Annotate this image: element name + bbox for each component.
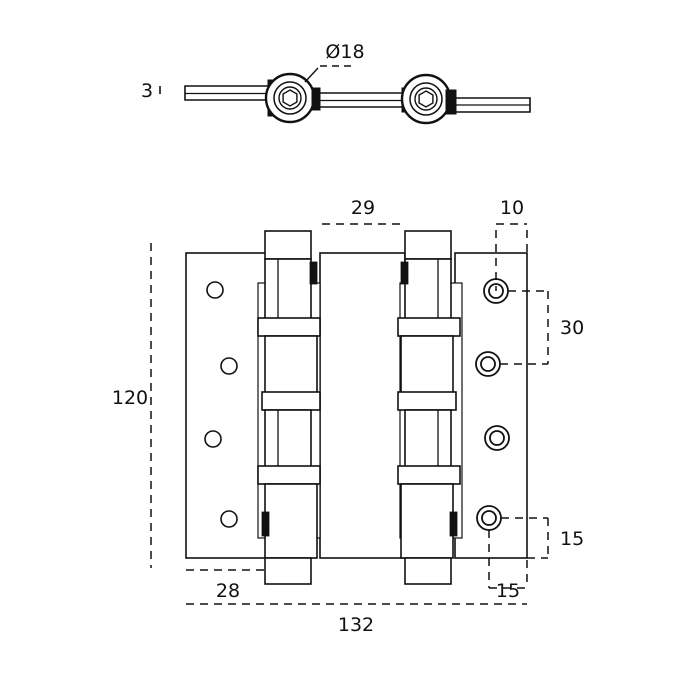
dim-knuckle-gap: 29 [351,197,375,219]
left-knuckle-column [257,230,321,585]
top-view-left-leaf [184,85,277,101]
hex-socket-left [282,89,298,107]
top-view-right-pivot [400,73,457,125]
dimension-lines [150,223,549,605]
countersunk-hole-4 [476,505,502,531]
left-leaf-plate [185,252,269,559]
dim-pivot-diameter: Ø18 [325,41,364,63]
dim-left-plate-width: 28 [216,580,240,602]
top-view-group [184,65,531,125]
dim-right-edge-offset: 10 [500,197,524,219]
dim-overall-height: 120 [112,387,148,409]
plain-hole-1 [206,281,224,299]
plain-hole-3 [204,430,222,448]
countersunk-hole-3 [484,425,510,451]
front-view-group [185,230,528,585]
countersunk-hole-2 [475,351,501,377]
dim-overall-width: 132 [338,614,374,636]
hex-socket-right [418,90,434,108]
right-knuckle-column [397,230,463,585]
dim-hole-pitch-lower: 15 [560,528,584,550]
plain-hole-4 [220,510,238,528]
top-view-left-pivot [264,72,321,124]
left-plate-holes [204,281,238,528]
dia18-leader [304,65,352,83]
dim-hole-pitch-upper: 30 [560,317,584,339]
plain-hole-2 [220,357,238,375]
dim-right-edge-inset: 15 [496,580,520,602]
dim-top-thickness: 3 [141,80,153,102]
center-leaf-plate [319,252,406,559]
